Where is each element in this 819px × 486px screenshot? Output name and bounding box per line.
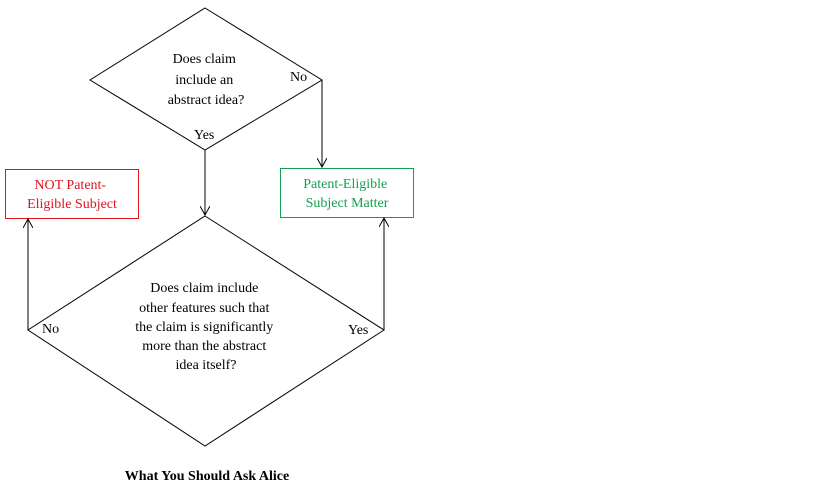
decision2-no-label: No xyxy=(42,322,59,337)
decision1-no-label: No xyxy=(290,70,307,85)
diagram-title: What You Should Ask Alice xyxy=(125,469,289,484)
decision2-yes-label: Yes xyxy=(348,323,368,338)
decision-abstract-idea-text: Does claim include an abstract idea? xyxy=(168,52,245,108)
decision1-yes-label: Yes xyxy=(194,128,214,143)
